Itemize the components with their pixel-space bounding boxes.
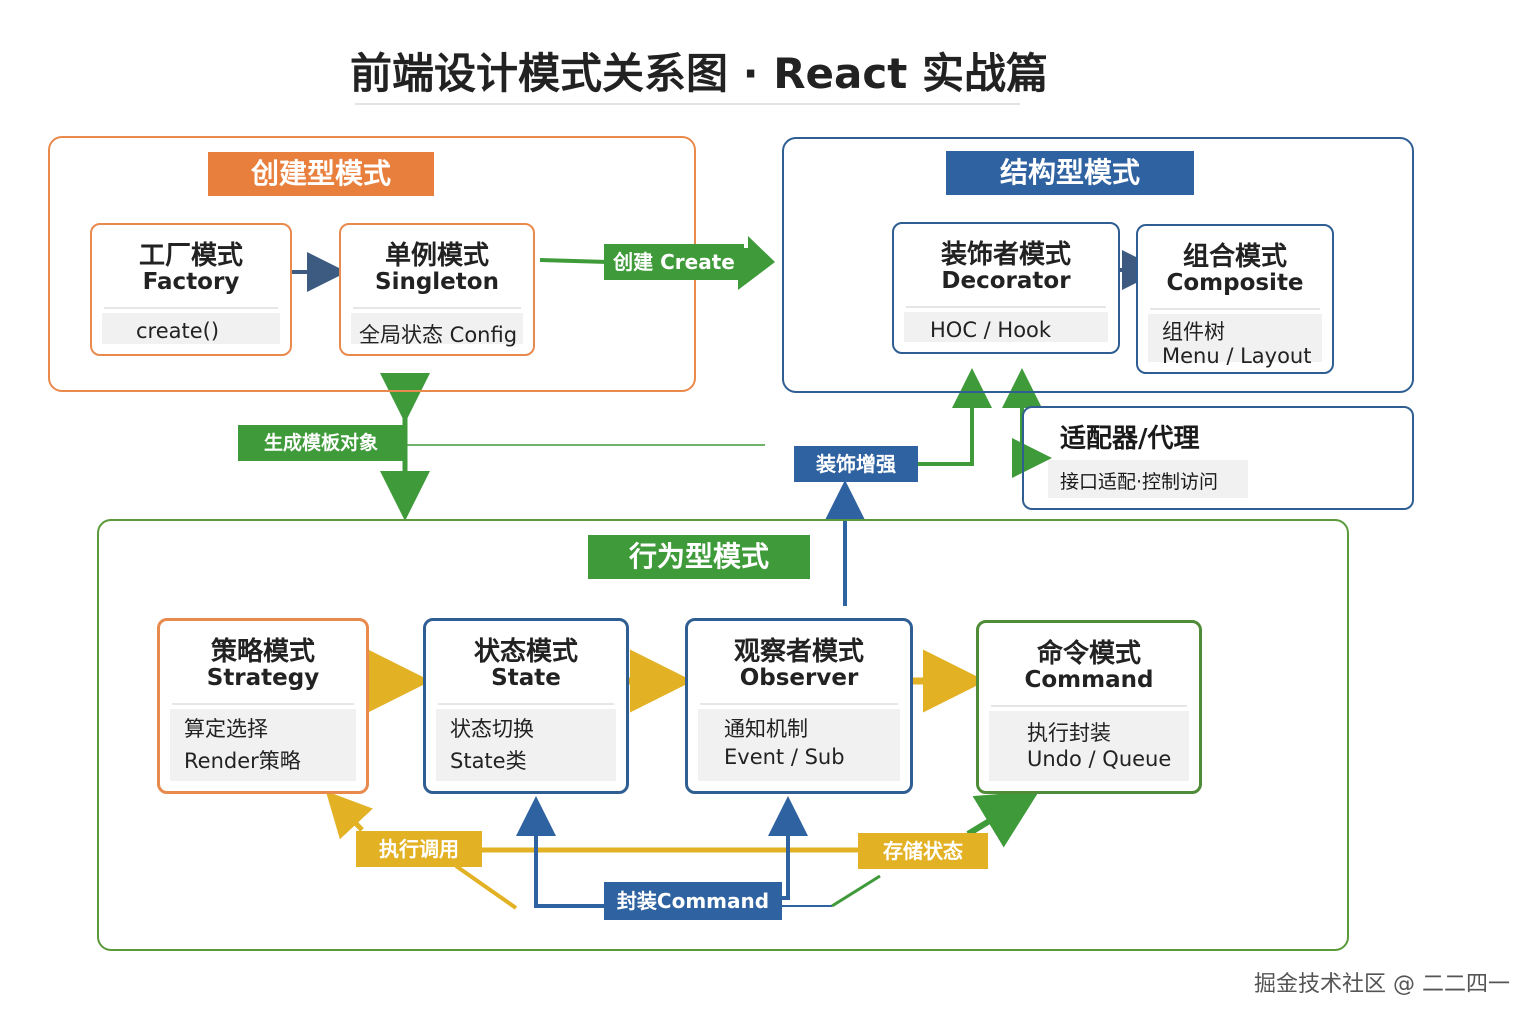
factory-detail: create() xyxy=(102,313,280,344)
decorate-to-decorator-line xyxy=(918,368,992,466)
state-detail: 状态切换 State类 xyxy=(436,709,616,781)
command-title: 命令模式 xyxy=(1036,639,1141,669)
factory-card: 工厂模式 Factory create() xyxy=(90,223,292,356)
execute-diagonal-line xyxy=(454,864,518,910)
command-subtitle: Command xyxy=(1024,667,1154,693)
execute-to-strategy-arrow xyxy=(325,791,373,840)
observer-detail-line1: 通知机制 xyxy=(724,717,808,741)
singleton-subtitle: Singleton xyxy=(375,269,499,295)
strategy-card: 策略模式 Strategy 算定选择 Render策略 xyxy=(157,618,369,794)
state-title: 状态模式 xyxy=(473,637,578,667)
observer-subtitle: Observer xyxy=(739,665,859,691)
observer-title: 观察者模式 xyxy=(733,637,864,667)
singleton-detail: 全局状态 Config xyxy=(351,313,523,347)
state-detail-line1: 状态切换 xyxy=(450,717,534,741)
composite-detail: 组件树 Menu / Layout xyxy=(1148,314,1322,368)
behavioral-group xyxy=(97,519,1349,951)
store-to-command-arrow xyxy=(966,790,1040,848)
state-card: 状态模式 State 状态切换 State类 xyxy=(423,618,629,794)
command-card: 命令模式 Command 执行封装 Undo / Queue xyxy=(976,620,1202,794)
composite-detail-line2: Menu / Layout xyxy=(1162,344,1312,368)
encapsulate-to-observer-line xyxy=(768,796,808,900)
state-subtitle: State xyxy=(491,665,561,691)
decorator-detail: HOC / Hook xyxy=(904,312,1108,342)
decorator-detail-text: HOC / Hook xyxy=(930,318,1052,342)
create-arrow-head xyxy=(738,236,775,290)
composite-subtitle: Composite xyxy=(1166,270,1304,296)
singleton-card: 单例模式 Singleton 全局状态 Config xyxy=(339,223,535,356)
composite-title: 组合模式 xyxy=(1182,242,1287,272)
factory-detail-text: create() xyxy=(136,319,220,343)
strategy-detail: 算定选择 Render策略 xyxy=(170,709,356,781)
watermark-text: 掘金技术社区 @ 二二四一 xyxy=(1254,972,1510,997)
composite-card: 组合模式 Composite 组件树 Menu / Layout xyxy=(1136,224,1334,374)
factory-divider xyxy=(104,307,278,309)
page-title: 前端设计模式关系图 · React 实战篇 xyxy=(350,49,1048,98)
strategy-subtitle: Strategy xyxy=(206,665,320,691)
observer-divider xyxy=(700,703,898,705)
structural-group xyxy=(782,137,1414,393)
singleton-title: 单例模式 xyxy=(384,241,489,271)
singleton-divider xyxy=(353,307,521,309)
strategy-detail-line1: 算定选择 xyxy=(184,717,268,741)
state-detail-line2: State类 xyxy=(450,749,527,773)
strategy-detail-line2: Render策略 xyxy=(184,749,301,773)
decorator-subtitle: Decorator xyxy=(941,268,1071,294)
title-underline xyxy=(355,103,1020,105)
adapter-proxy-detail: 接口适配·控制访问 xyxy=(1048,460,1248,498)
factory-subtitle: Factory xyxy=(142,269,240,295)
command-detail-line1: 执行封装 xyxy=(1027,721,1111,745)
command-detail: 执行封装 Undo / Queue xyxy=(989,711,1189,781)
singleton-detail-text: 全局状态 Config xyxy=(359,323,518,347)
command-detail-line2: Undo / Queue xyxy=(1027,747,1172,771)
composite-divider xyxy=(1150,308,1320,310)
state-divider xyxy=(438,703,614,705)
decorator-title: 装饰者模式 xyxy=(940,240,1071,270)
observer-card: 观察者模式 Observer 通知机制 Event / Sub xyxy=(685,618,913,794)
observer-detail: 通知机制 Event / Sub xyxy=(698,709,900,781)
execute-call-label: 执行调用 xyxy=(356,831,482,867)
structural-banner: 结构型模式 xyxy=(946,151,1194,195)
creational-banner: 创建型模式 xyxy=(208,152,434,196)
adapter-proxy-box: 适配器/代理 接口适配·控制访问 xyxy=(1022,406,1414,510)
command-divider xyxy=(991,705,1187,707)
encapsulate-command-label: 封装Command xyxy=(604,882,782,920)
create-connector-line xyxy=(539,258,609,264)
factory-title: 工厂模式 xyxy=(138,241,243,271)
adapter-proxy-detail-text: 接口适配·控制访问 xyxy=(1060,471,1219,493)
generate-objects-label: 生成模板对象 xyxy=(238,425,404,461)
store-state-label: 存储状态 xyxy=(858,833,988,869)
observer-detail-line2: Event / Sub xyxy=(724,745,845,769)
strategy-title: 策略模式 xyxy=(210,637,315,667)
decorate-label: 装饰增强 xyxy=(794,446,918,482)
strategy-divider xyxy=(172,703,354,705)
decorator-divider xyxy=(906,306,1106,308)
create-label: 创建 Create xyxy=(604,244,744,280)
composite-detail-line1: 组件树 xyxy=(1162,320,1225,344)
adapter-proxy-title: 适配器/代理 xyxy=(1060,424,1200,454)
encapsulate-to-state-line xyxy=(516,796,606,908)
decorator-card: 装饰者模式 Decorator HOC / Hook xyxy=(892,222,1120,354)
store-diagonal-line xyxy=(831,874,881,908)
behavioral-banner: 行为型模式 xyxy=(588,535,810,579)
